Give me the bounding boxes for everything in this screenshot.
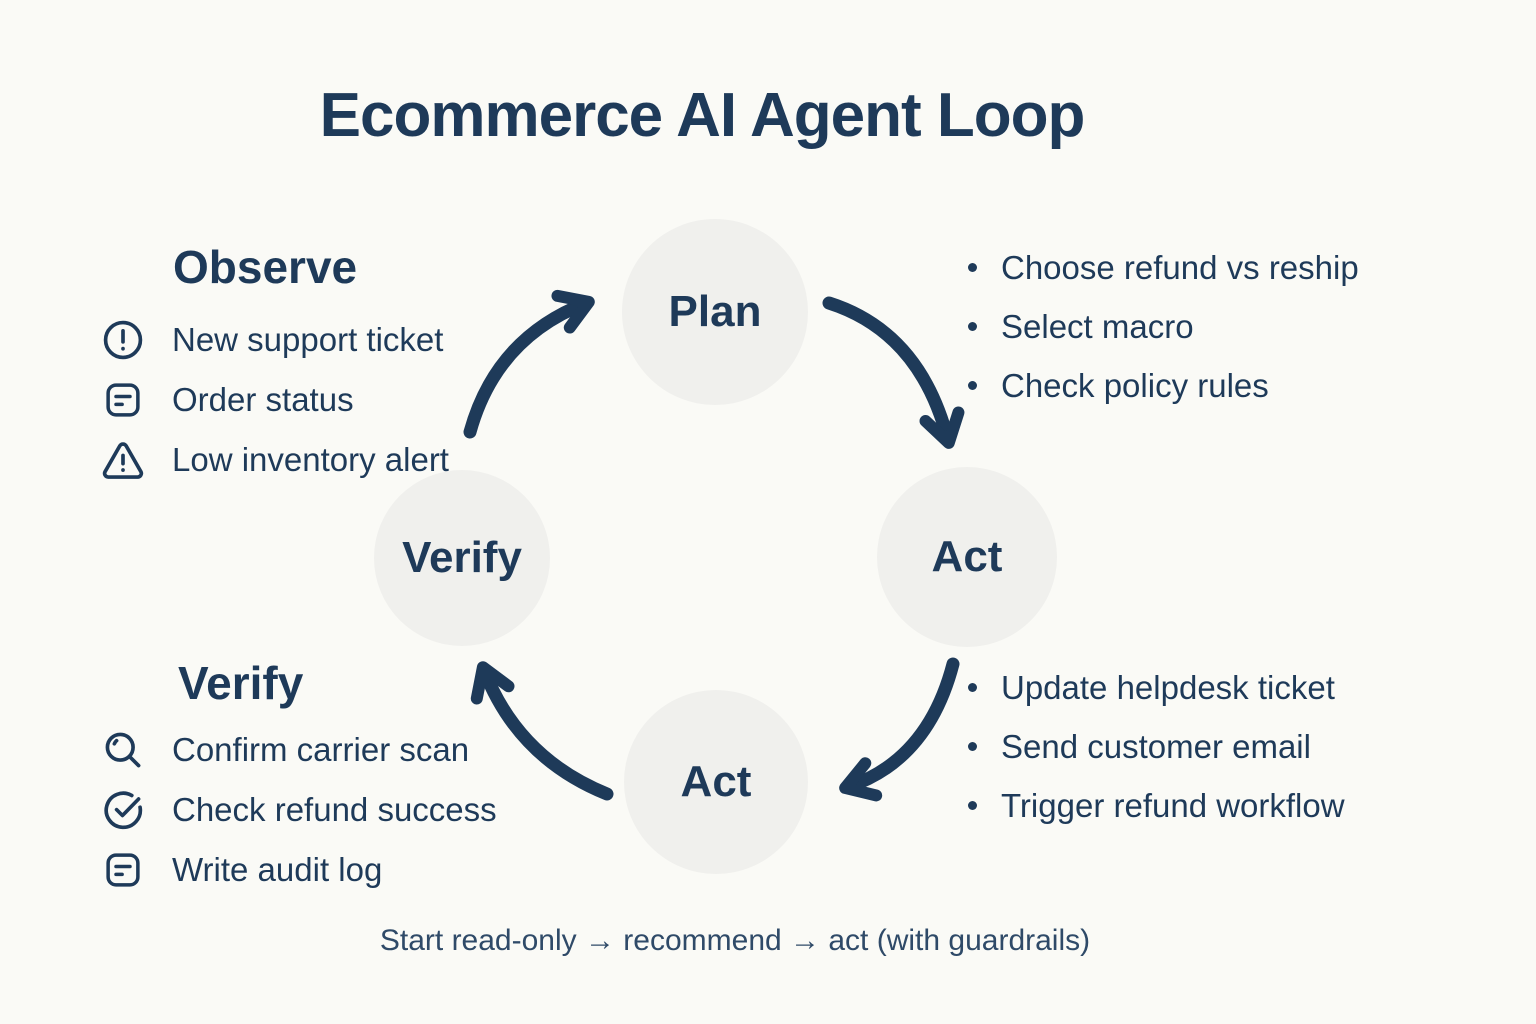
search-icon: [100, 727, 146, 773]
arrow-act-to-act: [839, 657, 960, 802]
bullet-icon: [968, 381, 977, 390]
arrow-plan-to-act: [822, 296, 965, 449]
alert-circle-icon: [100, 317, 146, 363]
list-item: Trigger refund workflow: [968, 776, 1345, 835]
list-item-label: Choose refund vs reship: [1001, 248, 1359, 286]
list-item: Low inventory alert: [100, 430, 449, 490]
list-item: New support ticket: [100, 310, 449, 370]
arrow-verify-to-plan: [463, 289, 595, 439]
list-item: Select macro: [968, 297, 1359, 356]
list-item: Update helpdesk ticket: [968, 658, 1345, 717]
page-title: Ecommerce AI Agent Loop: [319, 81, 1086, 150]
list-item-label: Confirm carrier scan: [172, 731, 470, 768]
list-item-label: Update helpdesk ticket: [1001, 668, 1335, 706]
note-lines-icon: [100, 847, 146, 893]
node-act-right: Act: [877, 467, 1057, 647]
caption: Start read-only → recommend → act (with …: [379, 924, 1091, 957]
node-verify-left-label: Verify: [402, 533, 522, 582]
node-act-bottom-label: Act: [680, 757, 752, 806]
list-item-label: Check policy rules: [1001, 366, 1269, 404]
list-item-label: Write audit log: [172, 851, 383, 888]
node-plan: Plan: [622, 219, 808, 405]
bullet-icon: [968, 322, 977, 331]
list-item: Write audit log: [100, 840, 497, 900]
observe-list: New support ticket Order status Low in: [100, 310, 449, 490]
list-item-label: Check refund success: [172, 791, 497, 828]
list-item-label: Send customer email: [1001, 727, 1311, 765]
bullet-icon: [968, 263, 977, 272]
act-outputs-list: Update helpdesk ticket Send customer ema…: [968, 658, 1345, 835]
arrow-act-to-verify: [470, 661, 614, 801]
bullet-icon: [968, 742, 977, 751]
check-circle-icon: [100, 787, 146, 833]
node-verify-left: Verify: [374, 470, 550, 646]
node-act-right-label: Act: [931, 532, 1003, 581]
bullet-icon: [968, 801, 977, 810]
list-item: Choose refund vs reship: [968, 238, 1359, 297]
list-item-label: Trigger refund workflow: [1001, 786, 1345, 824]
node-plan-label: Plan: [668, 287, 762, 336]
list-item-label: New support ticket: [172, 321, 444, 358]
list-item: Check policy rules: [968, 356, 1359, 415]
list-item-label: Low inventory alert: [172, 441, 449, 478]
verify-heading: Verify: [178, 657, 304, 709]
plan-outputs-list: Choose refund vs reship Select macro Che…: [968, 238, 1359, 415]
warning-triangle-icon: [100, 437, 146, 483]
bullet-icon: [968, 683, 977, 692]
list-item: Confirm carrier scan: [100, 720, 497, 780]
list-item: Order status: [100, 370, 449, 430]
note-lines-icon: [100, 377, 146, 423]
list-item: Check refund success: [100, 780, 497, 840]
verify-list: Confirm carrier scan Check refund succes…: [100, 720, 497, 900]
list-item-label: Select macro: [1001, 307, 1194, 345]
observe-heading: Observe: [173, 241, 358, 293]
list-item: Send customer email: [968, 717, 1345, 776]
node-act-bottom: Act: [624, 690, 808, 874]
list-item-label: Order status: [172, 381, 354, 418]
